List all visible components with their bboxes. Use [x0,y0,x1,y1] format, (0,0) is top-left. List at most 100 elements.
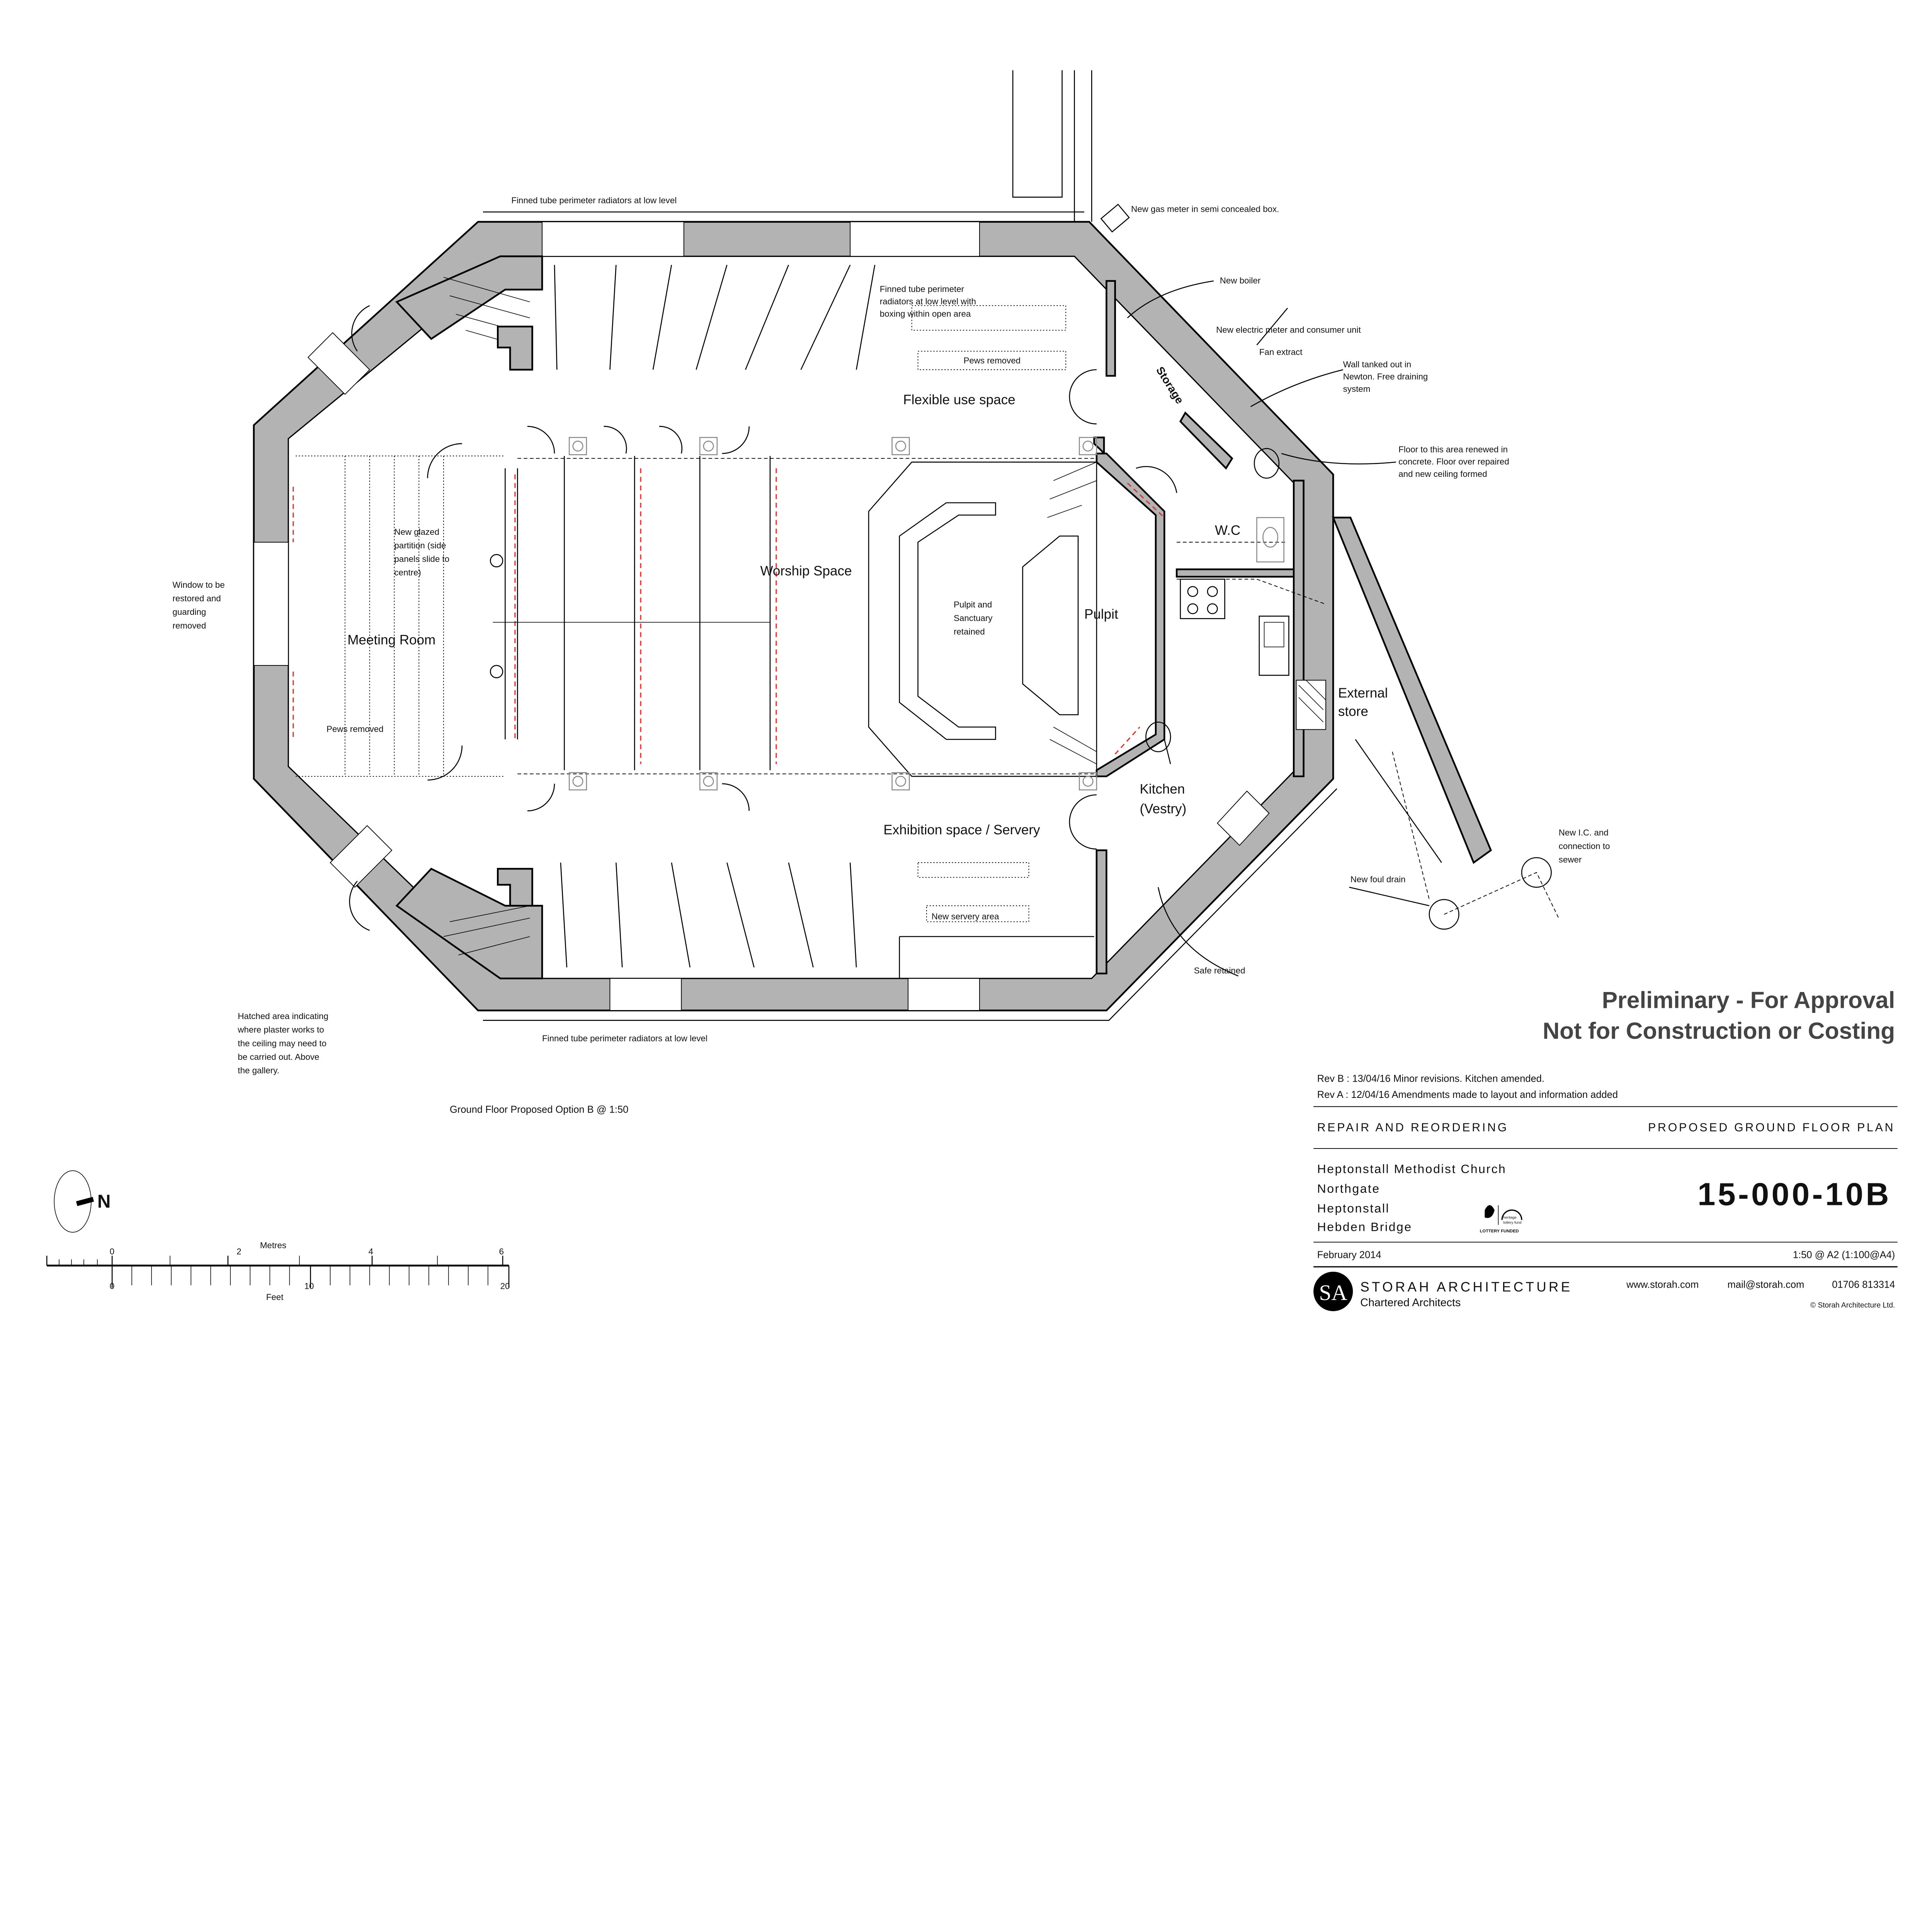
note-electric-meter: New electric meter and consumer unit [1216,325,1361,335]
scale-feet-tick: 10 [304,1281,314,1291]
external-walls [253,211,1337,1021]
project-title: REPAIR AND REORDERING [1317,1121,1509,1134]
room-worship-space: Worship Space [760,563,852,579]
drawing-date: February 2014 [1317,1250,1381,1261]
revision-a: Rev A : 12/04/16 Amendments made to layo… [1317,1089,1618,1100]
note-radiators-top: Finned tube perimeter radiators at low l… [511,196,677,205]
adjoining-building [1012,70,1092,226]
room-pulpit: Pulpit [1084,607,1118,622]
svg-text:SA: SA [1319,1281,1348,1305]
warning-preliminary: Preliminary - For Approval [1602,987,1895,1013]
room-labels: Meeting Room Worship Space Flexible use … [347,364,1388,837]
pews [554,265,1094,978]
note-hatched-area-1: Hatched area indicating [238,1011,328,1021]
note-pews-removed-top: Pews removed [964,356,1021,366]
note-radiators-boxing-1: Finned tube perimeter [880,284,964,294]
note-window-restored-3: guarding [172,607,206,617]
scale-metres-label: Metres [260,1240,286,1250]
drawing-scale: 1:50 @ A2 (1:100@A4) [1793,1250,1895,1261]
note-wall-tanked-2: Newton. Free draining [1343,372,1428,381]
firm-phone: 01706 813314 [1832,1279,1895,1290]
note-gas-meter: New gas meter in semi concealed box. [1131,204,1279,214]
north-arrow: N [54,1170,111,1233]
worship-benches [490,456,1097,774]
north-label: N [97,1191,111,1212]
scale-metre-tick: 2 [236,1247,241,1256]
address-line: Heptonstall Methodist Church [1317,1162,1507,1176]
firm-name: STORAH ARCHITECTURE [1360,1280,1572,1295]
note-new-ic-2: connection to [1559,841,1610,851]
note-wall-tanked-3: system [1343,384,1371,394]
room-external-store: External [1338,686,1388,701]
note-pulpit-retained-2: Sanctuary [954,613,993,623]
note-new-servery: New servery area [932,912,999,921]
firm-website[interactable]: www.storah.com [1626,1279,1699,1290]
note-wall-tanked-1: Wall tanked out in [1343,359,1412,369]
scale-feet-tick: 0 [110,1281,114,1291]
svg-text:LOTTERY FUNDED: LOTTERY FUNDED [1480,1229,1519,1234]
room-kitchen: Kitchen [1140,782,1185,797]
note-window-restored-4: removed [172,621,206,630]
revision-b: Rev B : 13/04/16 Minor revisions. Kitche… [1317,1074,1544,1084]
pulpit-sanctuary [868,461,1097,777]
note-glazed-partition-1: New glazed [394,527,439,537]
copyright: © Storah Architecture Ltd. [1810,1301,1895,1309]
address-line: Hebden Bridge [1317,1220,1412,1234]
external-store [1332,517,1559,930]
kitchen-fittings [1114,448,1325,755]
room-wc: W.C [1215,523,1240,538]
annotations: Finned tube perimeter radiators at low l… [172,196,1610,1115]
note-safe-retained: Safe retained [1194,966,1245,975]
note-radiators-boxing-3: boxing within open area [880,309,971,319]
lottery-logo: heritage lottery fund LOTTERY FUNDED [1480,1205,1522,1234]
note-floor-renewed-2: concrete. Floor over repaired [1398,457,1509,466]
internal-walls [1093,280,1327,975]
note-hatched-area-5: the gallery. [238,1065,279,1075]
scale-metre-tick: 0 [110,1247,114,1256]
warning-not-for-construction: Not for Construction or Costing [1543,1018,1895,1044]
note-pulpit-retained-3: retained [954,627,985,636]
note-glazed-partition-4: centre) [394,568,421,577]
scale-metre-tick: 4 [368,1247,373,1256]
note-radiators-boxing-2: radiators at low level with [880,297,976,306]
floor-plan-sheet: Meeting Room Worship Space Flexible use … [46,70,1898,1311]
scale-metre-tick: 6 [499,1247,503,1256]
note-pulpit-retained-1: Pulpit and [954,600,992,609]
scale-bar: Metres 0 2 4 6 0 10 20 Feet [46,1240,510,1302]
svg-text:lottery fund: lottery fund [1503,1220,1521,1225]
note-new-ic-1: New I.C. and [1559,828,1609,837]
drawing-title: PROPOSED GROUND FLOOR PLAN [1648,1121,1895,1134]
note-window-restored-1: Window to be [172,580,224,590]
stairs [395,255,543,980]
note-floor-renewed-3: and new ceiling formed [1398,469,1487,479]
firm-subtitle: Chartered Architects [1360,1297,1461,1309]
drawing-number: 15-000-10B [1697,1176,1891,1212]
note-hatched-area-3: the ceiling may need to [238,1038,326,1048]
room-exhibition-servery: Exhibition space / Servery [883,822,1040,837]
scale-feet-label: Feet [266,1292,284,1302]
note-glazed-partition-3: panels slide to [394,554,449,564]
svg-text:heritage: heritage [1503,1216,1517,1220]
note-radiators-bottom: Finned tube perimeter radiators at low l… [542,1034,707,1043]
note-new-foul-drain: New foul drain [1350,875,1406,884]
room-flexible-use: Flexible use space [903,392,1015,407]
meeting-room-area [293,443,505,781]
note-boiler: New boiler [1220,276,1261,285]
note-hatched-area-2: where plaster works to [237,1025,324,1035]
doors [349,305,1177,931]
note-window-restored-2: restored and [172,594,221,603]
note-new-ic-3: sewer [1559,855,1582,864]
room-external-store-2: store [1338,704,1368,719]
note-fan-extract: Fan extract [1259,347,1303,357]
column-bases [568,437,1097,791]
firm-logo: SA [1313,1271,1353,1311]
address-line: Heptonstall [1317,1201,1390,1215]
note-glazed-partition-2: partition (side [394,541,446,550]
gas-meter-box [1100,204,1130,233]
leader-lines [1127,280,1430,977]
note-hatched-area-4: be carried out. Above [238,1052,319,1062]
firm-email[interactable]: mail@storah.com [1728,1279,1804,1290]
note-pews-removed-left: Pews removed [327,724,384,734]
scale-feet-tick: 20 [500,1281,510,1291]
room-meeting-room: Meeting Room [347,633,435,648]
